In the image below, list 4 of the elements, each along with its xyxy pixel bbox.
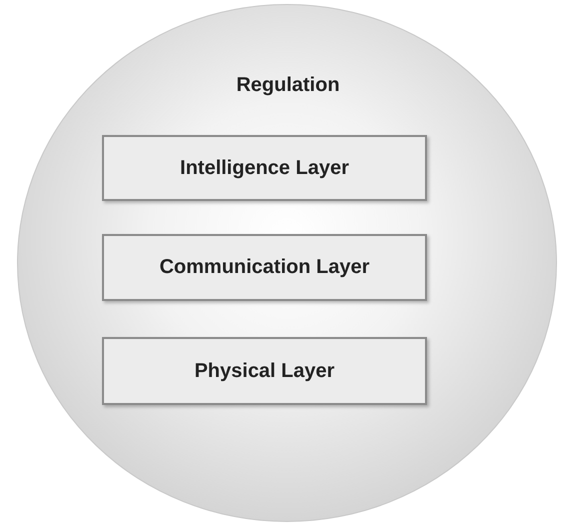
layer-box: Communication Layer [102,234,427,301]
layer-box: Physical Layer [102,337,427,405]
region-heading: Regulation [235,74,341,97]
layer-box: Intelligence Layer [102,135,427,201]
